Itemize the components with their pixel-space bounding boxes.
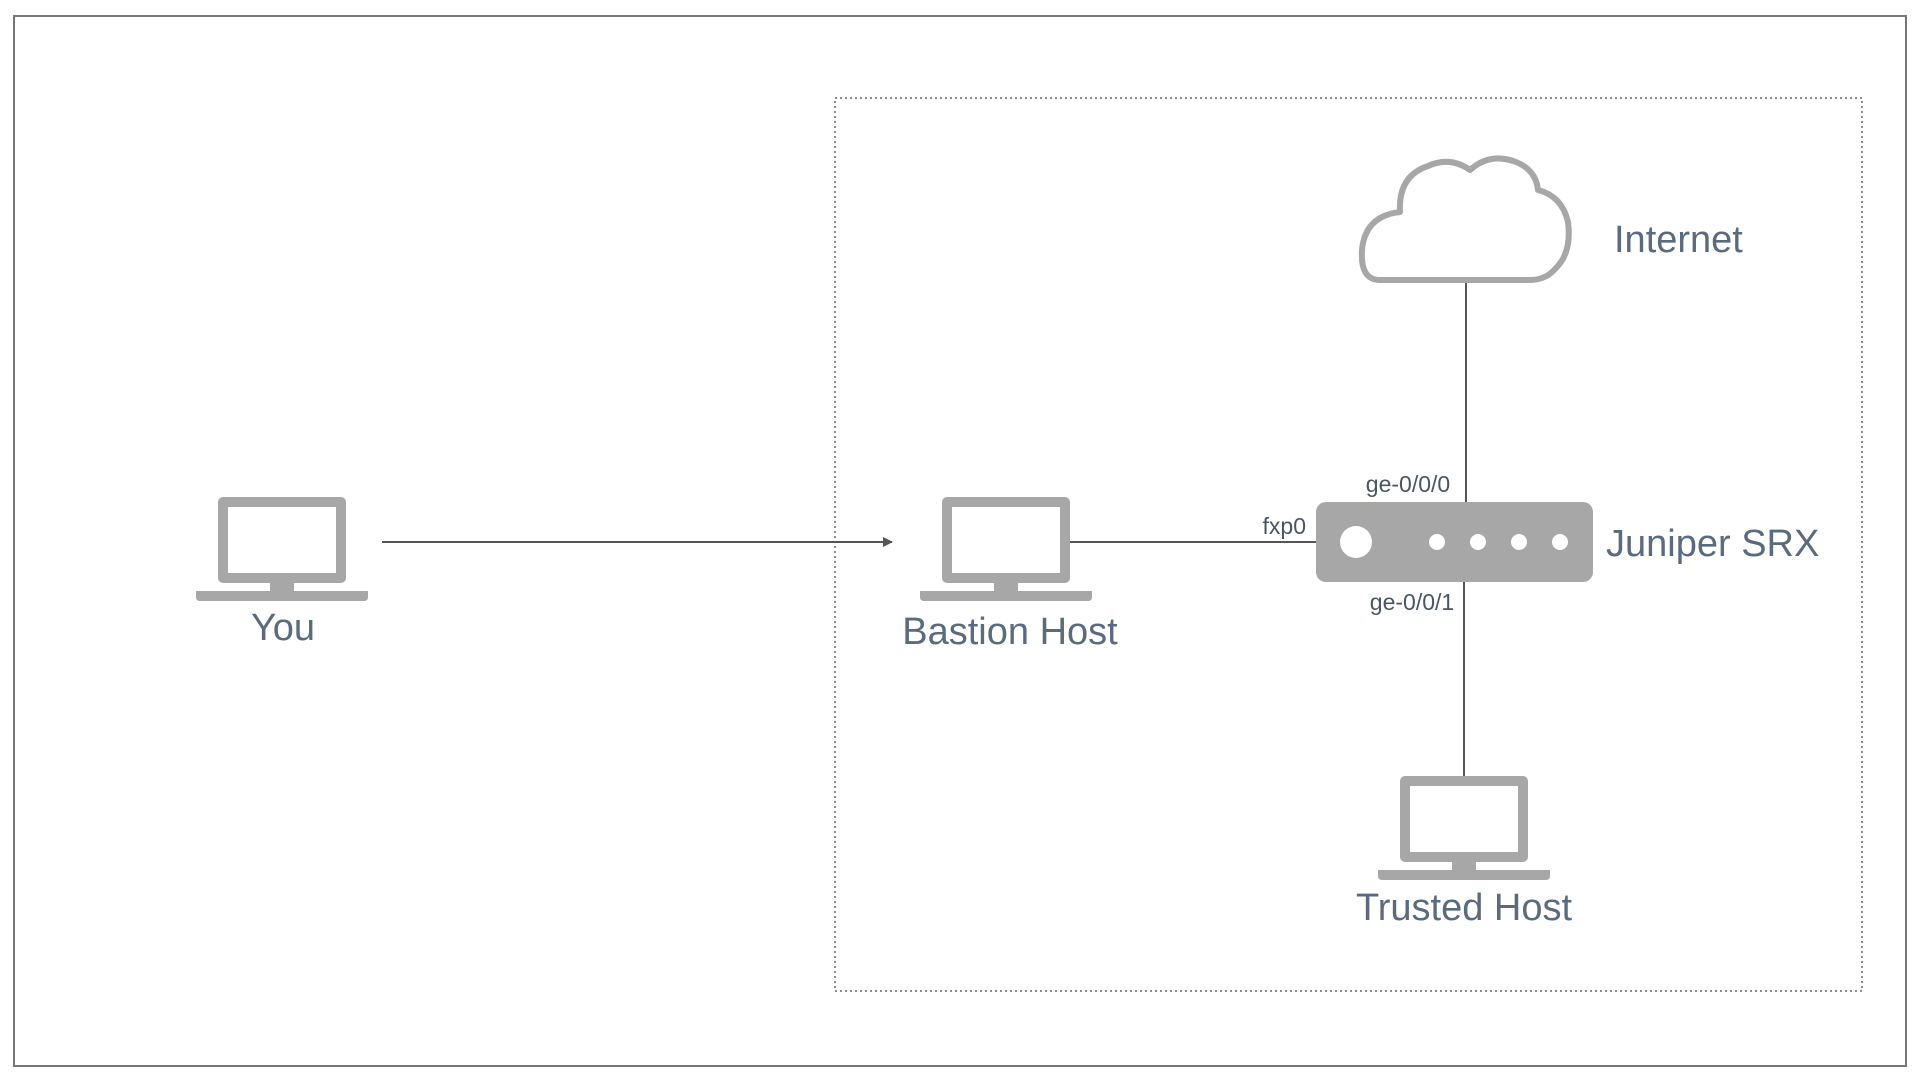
router-icon [1316,502,1593,582]
node-label-bastion-host: Bastion Host [902,611,1118,653]
port-label-ge-0-0-1: ge-0/0/1 [1370,589,1454,615]
port-label-ge-0-0-0: ge-0/0/0 [1366,471,1450,497]
laptop-icon [196,497,368,601]
node-label-juniper-srx: Juniper SRX [1606,523,1819,565]
laptop-icon [920,497,1092,601]
node-label-internet: Internet [1614,219,1743,261]
port-label-fxp0: fxp0 [1263,513,1306,539]
outer-frame [13,15,1907,1067]
node-label-trusted-host: Trusted Host [1356,887,1573,929]
laptop-icon [1378,776,1550,880]
cloud-icon [1358,155,1572,283]
node-label-you: You [251,607,315,649]
